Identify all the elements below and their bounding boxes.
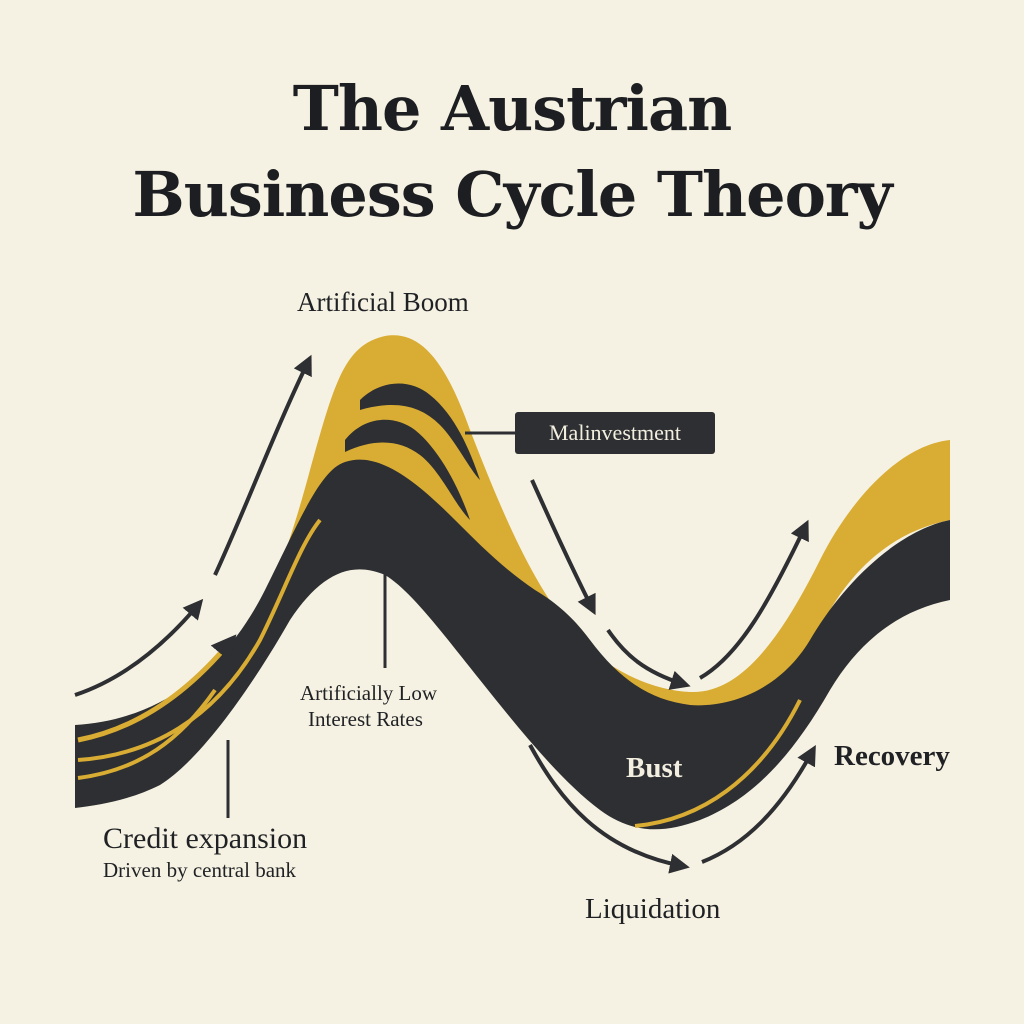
title-line-2: Business Cycle Theory [132, 158, 892, 231]
label-credit-expansion: Credit expansion [103, 822, 308, 855]
label-recovery: Recovery [834, 740, 950, 772]
arrow-liquidation-2 [701, 744, 816, 864]
malinvestment-layer-2 [345, 419, 470, 520]
arrow-decline-1 [530, 479, 596, 616]
arrow-boom-ascent [213, 354, 312, 576]
gold-stripe-inner-1 [77, 518, 322, 762]
gold-stripe-inner-2 [77, 688, 217, 780]
gold-wave-band [120, 335, 950, 790]
arrow-credit-start [74, 598, 204, 697]
arrow-liquidation-1 [528, 744, 690, 874]
label-rates-line-1: Artificially Low [300, 681, 438, 705]
label-malinvestment: Malinvestment [515, 412, 715, 454]
charcoal-wave-band [75, 459, 950, 830]
gold-stripe-trough [634, 699, 802, 828]
label-artificial-boom: Artificial Boom [297, 287, 469, 317]
malinvestment-layer-1 [360, 383, 480, 480]
label-driven-by-central-bank: Driven by central bank [103, 858, 297, 882]
label-low-interest-rates: Artificially Low Interest Rates [300, 680, 437, 733]
label-liquidation: Liquidation [585, 893, 721, 925]
label-bust: Bust [626, 752, 683, 784]
arrow-decline-2 [606, 628, 691, 690]
arrow-gold-rise [77, 634, 237, 743]
label-rates-line-2: Interest Rates [308, 707, 423, 732]
arrow-recovery-rise [699, 519, 809, 680]
title-line-1: The Austrian [292, 72, 732, 145]
